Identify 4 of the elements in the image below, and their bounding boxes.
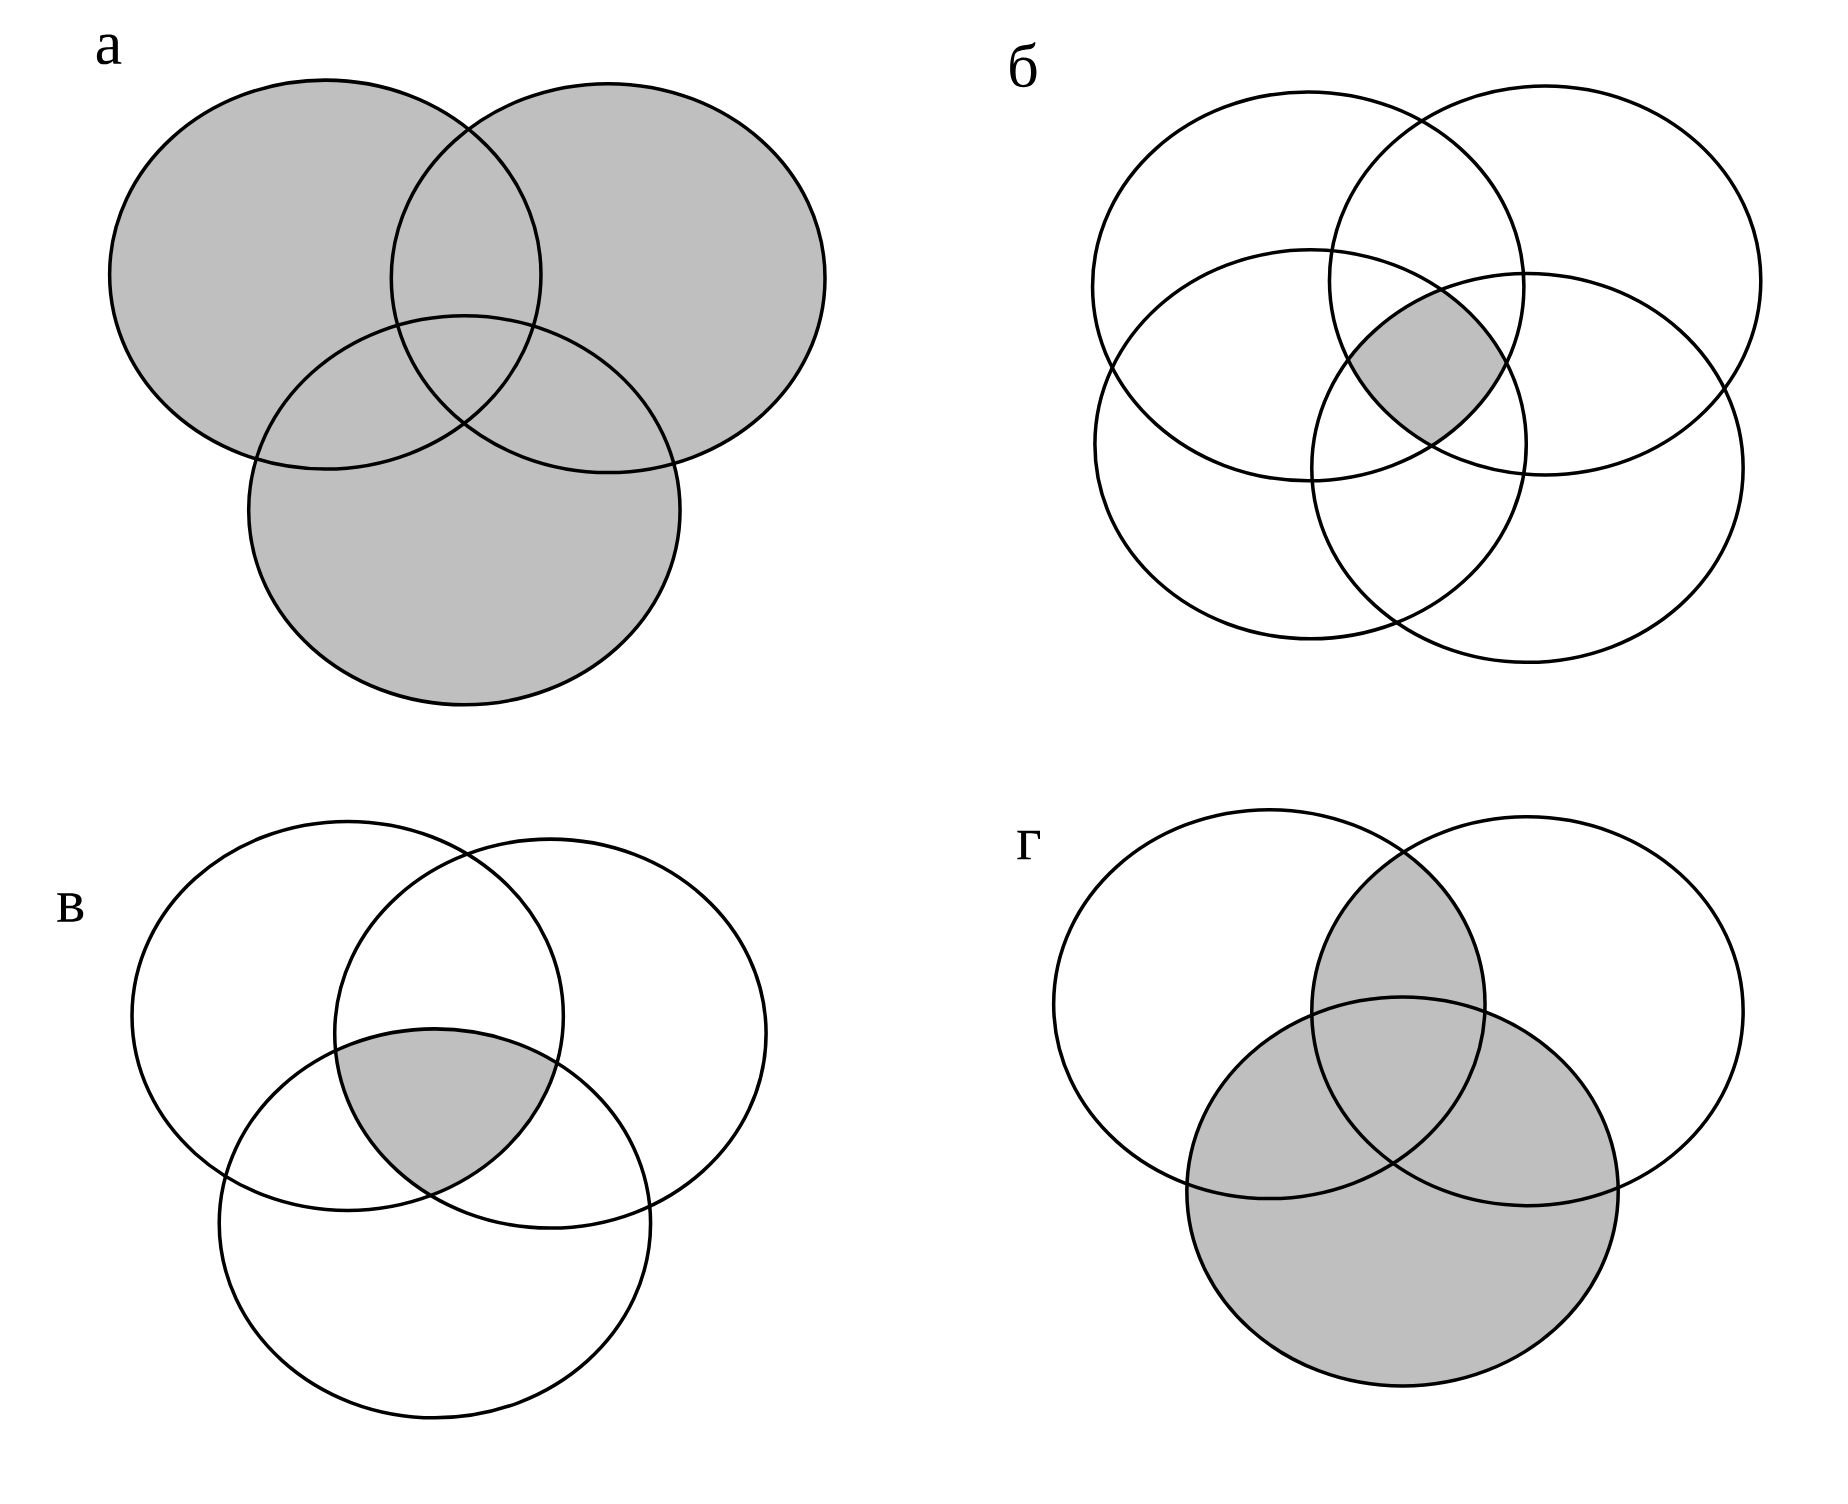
panel-label: в: [57, 893, 84, 922]
panel-label: а: [96, 34, 122, 65]
panel-label: б: [1010, 42, 1037, 88]
panel-label: г: [1017, 830, 1040, 860]
